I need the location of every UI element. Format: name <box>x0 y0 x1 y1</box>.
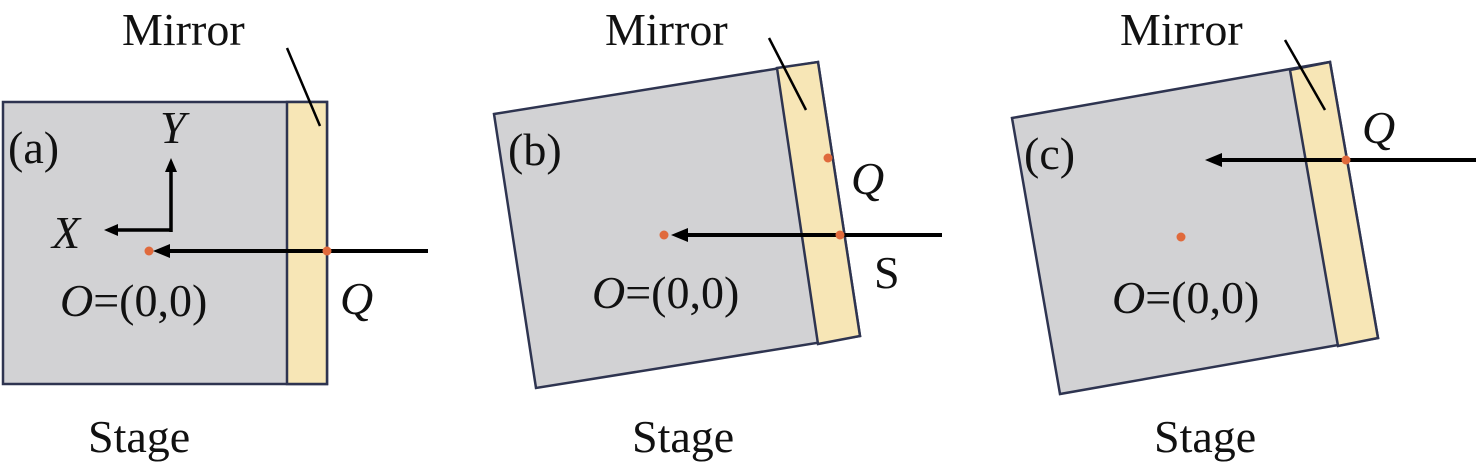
beam-arrowhead-c <box>1205 153 1222 167</box>
panel-tag-b: (b) <box>508 124 562 175</box>
point-q-label-b: Q <box>851 153 884 204</box>
mirror-label-a: Mirror <box>122 4 245 55</box>
axis-y-arrowhead-a <box>165 158 177 172</box>
panel-c: (c) Mirror Q O=(0,0) Stage <box>1010 4 1476 462</box>
panel-tag-c: (c) <box>1024 128 1075 179</box>
point-q-b <box>823 153 833 163</box>
axis-y-label-a: Y <box>160 102 190 153</box>
stage-label-c: Stage <box>1154 411 1256 462</box>
mirror-a <box>285 100 329 386</box>
origin-label-c: O=(0,0) <box>1112 272 1259 323</box>
origin-label-a: O=(0,0) <box>60 275 207 326</box>
point-q-c <box>1341 155 1351 165</box>
mirror-b <box>775 60 862 346</box>
stage-label-a: Stage <box>88 411 190 462</box>
panel-tag-a: (a) <box>8 122 59 173</box>
mirror-label-c: Mirror <box>1120 4 1243 55</box>
axis-x-arrowhead-a <box>104 224 118 236</box>
mirror-label-b: Mirror <box>605 4 728 55</box>
panel-b: (b) Mirror Q S O=(0,0) Stage <box>492 4 942 462</box>
origin-point-c <box>1176 232 1186 242</box>
mirror-leader-a <box>285 47 322 127</box>
beam-arrowhead-a <box>153 244 170 258</box>
mirror-leader-c <box>1283 39 1327 111</box>
point-s-b <box>835 230 845 240</box>
axis-x-label-a: X <box>50 207 82 258</box>
point-s-label-b: S <box>874 247 900 298</box>
origin-point-b <box>659 230 669 240</box>
point-q-label-a: Q <box>340 273 373 324</box>
beam-arrowhead-b <box>671 228 688 242</box>
point-q-label-c: Q <box>1362 102 1395 153</box>
mirror-c <box>1288 60 1380 348</box>
stage-label-b: Stage <box>632 411 734 462</box>
origin-point-a <box>144 246 154 256</box>
origin-label-b: O=(0,0) <box>592 267 739 318</box>
point-q-a <box>322 246 332 256</box>
panel-a: (a) Mirror Y X O=(0,0) Q Stage <box>1 4 428 462</box>
mirror-leader-b <box>767 37 808 111</box>
